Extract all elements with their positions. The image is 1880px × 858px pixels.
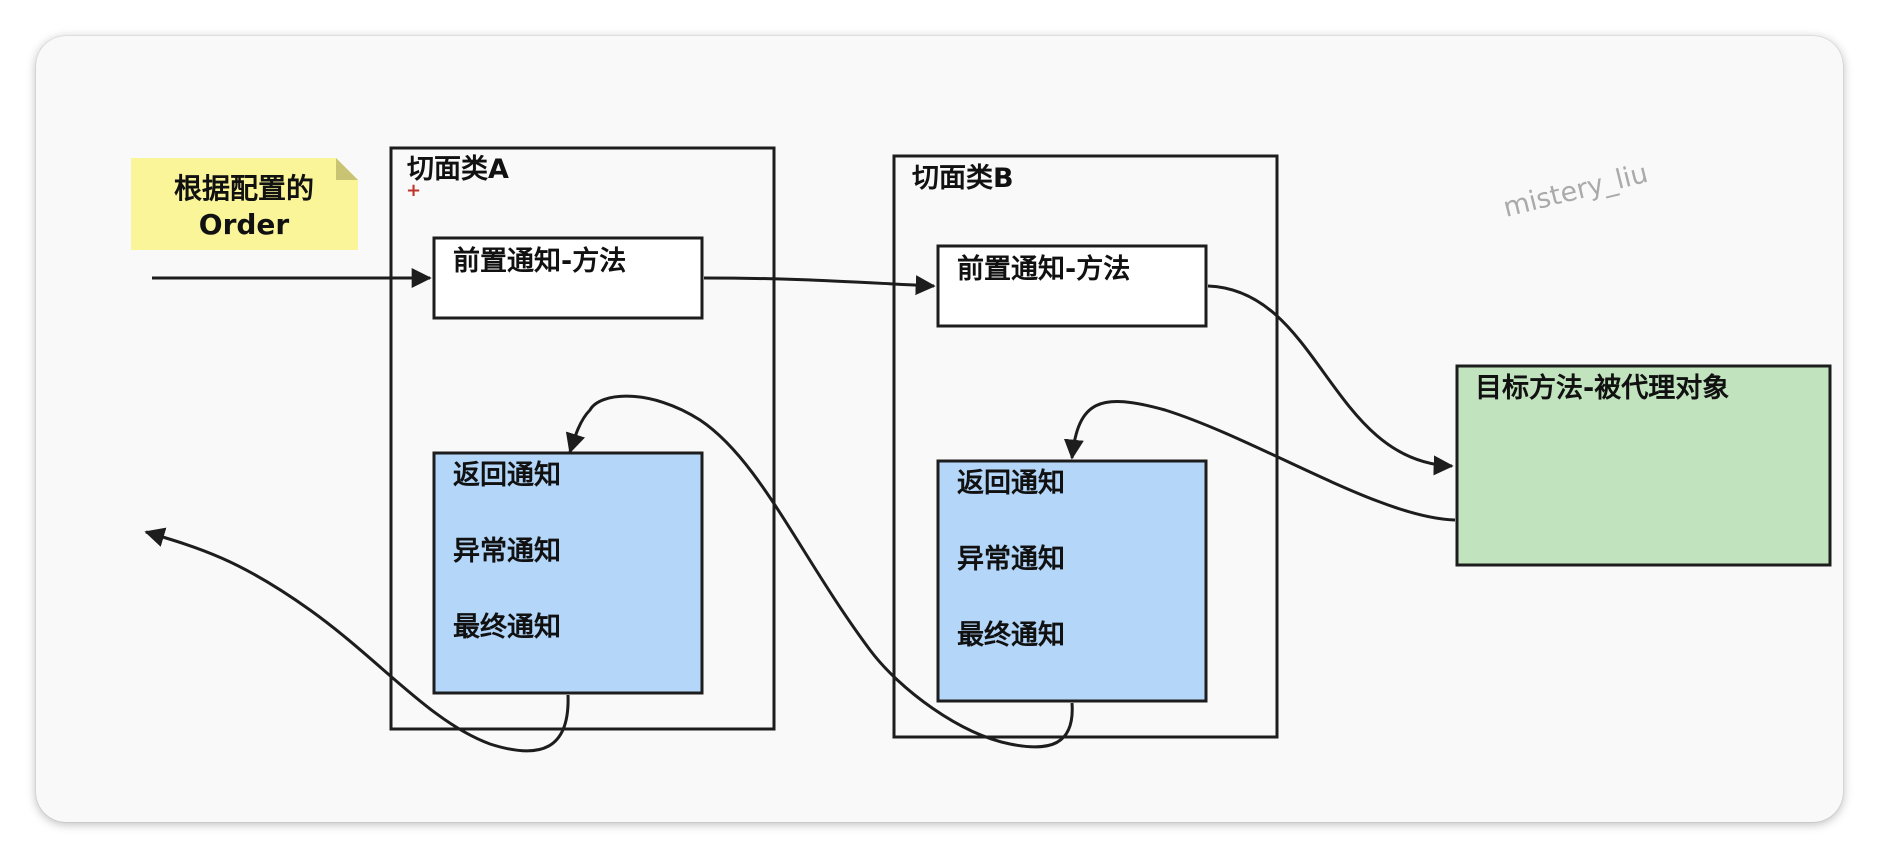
target-object: 目标方法-被代理对象 xyxy=(1455,364,1832,567)
aspect-b-after-box xyxy=(936,459,1208,703)
aspect-a-after-box xyxy=(432,451,704,695)
b-before-to-target-arrow xyxy=(1207,284,1454,476)
aspect-b-throwing-label: 异常通知 xyxy=(957,544,1065,575)
target-label: 目标方法-被代理对象 xyxy=(1475,372,1729,404)
aspect-b-box xyxy=(892,154,1279,739)
note-line1: 根据配置的 xyxy=(174,172,314,205)
b-finally-to-a-after-arrow xyxy=(565,394,1074,749)
aspect-b-before-label: 前置通知-方法 xyxy=(957,253,1130,285)
aspect-b: 切面类B 前置通知-方法 返回通知 异常通知 最终通知 xyxy=(892,154,1279,739)
aspect-b-before-box xyxy=(936,244,1208,328)
target-to-b-after-arrow xyxy=(1063,399,1456,522)
cursor-plus-icon: + xyxy=(406,180,421,201)
a-before-to-b-before-arrow xyxy=(703,275,936,296)
aspect-a-before-box xyxy=(432,236,704,320)
aspect-a-title: 切面类A xyxy=(407,154,509,185)
aspect-a-box xyxy=(389,146,776,731)
a-finally-to-exit-arrow xyxy=(144,527,570,753)
aspect-a: 切面类A + 前置通知-方法 返回通知 异常通知 最终通知 xyxy=(389,146,776,731)
target-box xyxy=(1455,364,1832,567)
note-line2: Order xyxy=(199,208,290,241)
aspect-b-title: 切面类B xyxy=(912,163,1014,194)
aspect-a-before-label: 前置通知-方法 xyxy=(453,245,626,277)
aspect-b-finally-label: 最终通知 xyxy=(957,619,1065,651)
order-note-fold xyxy=(336,158,358,180)
aspect-a-returning-label: 返回通知 xyxy=(453,460,561,491)
order-note-shape xyxy=(131,158,358,250)
aspect-b-returning-label: 返回通知 xyxy=(957,468,1065,499)
aspect-a-throwing-label: 异常通知 xyxy=(453,536,561,567)
order-note: 根据配置的 Order xyxy=(131,158,358,250)
aspect-a-finally-label: 最终通知 xyxy=(453,611,561,643)
watermark-text: mistery_liu xyxy=(1500,158,1651,224)
